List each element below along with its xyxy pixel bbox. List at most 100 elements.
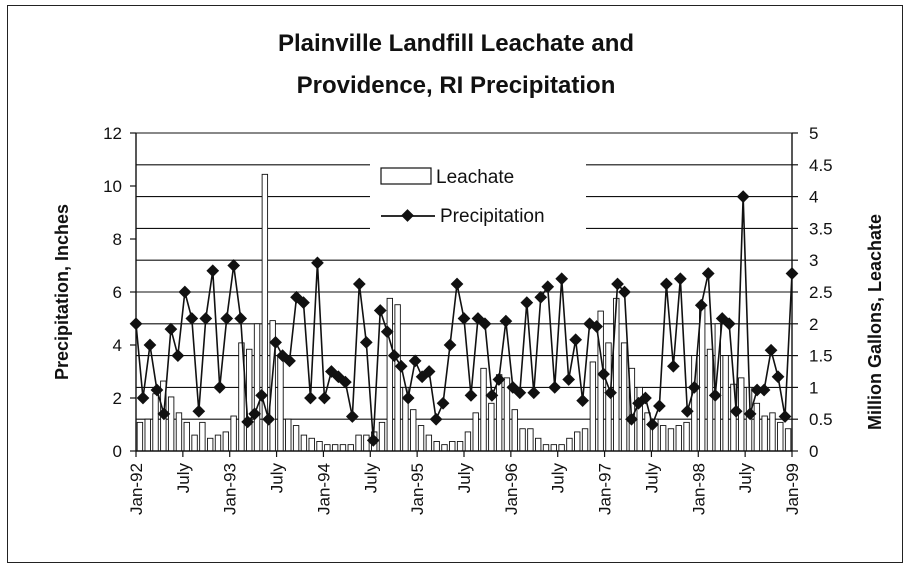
y-right-tick-label-8: 4 <box>809 188 818 207</box>
precipitation-point-10 <box>199 312 213 325</box>
leachate-bar-28 <box>355 434 362 452</box>
leachate-bar-69 <box>675 425 682 452</box>
y-right-tick-label-3: 1.5 <box>809 347 833 366</box>
precipitation-point-13 <box>220 312 234 325</box>
leachate-bar-12 <box>230 415 237 452</box>
y-right-tick-label-2: 1 <box>809 378 818 397</box>
x-tick-label-14: Jan-99 <box>783 463 802 515</box>
leachate-bar-8 <box>199 421 206 452</box>
leachate-bar-14 <box>246 348 253 452</box>
precipitation-point-31 <box>345 410 359 423</box>
precipitation-point-78 <box>673 272 687 286</box>
precipitation-point-93 <box>778 410 792 423</box>
y-right-tick-label-9: 4.5 <box>809 156 833 175</box>
leachate-bar-4 <box>167 396 175 452</box>
precipitation-point-42 <box>422 365 436 378</box>
leachate-bar-65 <box>644 412 651 452</box>
precipitation-point-17 <box>248 407 262 421</box>
leachate-bar-80 <box>761 415 768 452</box>
leachate-bar-56 <box>574 431 581 452</box>
precipitation-point-18 <box>255 388 268 402</box>
leachate-bar-16 <box>261 173 269 452</box>
y-left-tick-label-2: 4 <box>113 336 122 355</box>
x-tick-label-6: Jan-95 <box>408 463 427 515</box>
precipitation-point-20 <box>269 335 282 349</box>
precipitation-point-2 <box>143 338 157 352</box>
leachate-bar-31 <box>378 421 386 452</box>
y-left-tick-label-4: 8 <box>113 230 122 249</box>
precipitation-point-46 <box>450 277 464 291</box>
x-tick-label-1: July <box>174 463 193 494</box>
precipitation-point-61 <box>555 272 569 286</box>
y-right-tick-label-5: 2.5 <box>809 283 833 302</box>
leachate-bar-21 <box>300 434 308 452</box>
leachate-bar-9 <box>207 437 214 452</box>
precipitation-point-77 <box>666 359 680 373</box>
precipitation-point-15 <box>234 312 248 325</box>
leachate-bar-5 <box>175 412 183 452</box>
precipitation-point-53 <box>499 314 513 328</box>
precipitation-point-81 <box>694 298 708 312</box>
leachate-bar-22 <box>308 437 315 452</box>
leachate-bar-23 <box>316 441 323 452</box>
precipitation-point-22 <box>283 354 296 368</box>
precipitation-point-76 <box>660 277 673 291</box>
leachate-bar-68 <box>667 428 675 452</box>
precipitation-point-4 <box>157 407 171 421</box>
x-tick-label-8: Jan-96 <box>502 463 521 515</box>
precipitation-point-92 <box>771 370 785 384</box>
chart-title-line-2: Providence, RI Precipitation <box>296 72 616 99</box>
x-tick-label-0: Jan-92 <box>127 463 146 515</box>
precipitation-point-5 <box>164 322 178 336</box>
leachate-bar-44 <box>480 367 487 452</box>
precipitation-point-38 <box>394 359 408 373</box>
y-right-tick-label-7: 3.5 <box>809 219 833 238</box>
leachate-bar-51 <box>535 437 542 452</box>
leachate-bar-55 <box>566 437 573 452</box>
leachate-bar-15 <box>253 323 261 452</box>
precipitation-point-48 <box>464 388 478 402</box>
precipitation-point-56 <box>520 296 534 309</box>
precipitation-point-11 <box>206 264 220 278</box>
leachate-bar-37 <box>425 434 433 452</box>
precipitation-point-60 <box>548 381 562 394</box>
precipitation-point-34 <box>366 434 380 447</box>
y-left-tick-label-5: 10 <box>103 177 122 196</box>
precipitation-point-51 <box>485 388 499 402</box>
precipitation-point-33 <box>359 335 373 349</box>
leachate-bar-46 <box>495 374 503 452</box>
y-left-tick-label-3: 6 <box>113 283 122 302</box>
precipitation-point-63 <box>569 333 583 347</box>
leachate-bar-67 <box>659 425 667 452</box>
precipitation-point-32 <box>352 277 366 291</box>
leachate-bar-45 <box>488 402 495 452</box>
leachate-bar-25 <box>331 444 339 452</box>
leachate-bar-43 <box>472 412 479 452</box>
precipitation-point-58 <box>534 290 548 304</box>
y-right-tick-label-10: 5 <box>809 124 818 143</box>
leachate-bar-62 <box>620 342 628 452</box>
legend-leachate-swatch <box>380 167 432 185</box>
precipitation-point-7 <box>178 285 192 299</box>
leachate-bar-33 <box>394 304 401 452</box>
leachate-bar-39 <box>441 444 448 452</box>
precipitation-point-62 <box>562 373 576 386</box>
x-tick-label-11: July <box>642 463 661 494</box>
precipitation-point-8 <box>185 312 199 325</box>
precipitation-point-25 <box>304 391 317 405</box>
leachate-bar-35 <box>410 409 417 452</box>
leachate-bar-11 <box>222 431 229 452</box>
leachate-bar-6 <box>183 421 190 452</box>
leachate-bar-26 <box>339 444 347 452</box>
precipitation-point-82 <box>701 267 715 280</box>
y-right-tick-label-1: 0.5 <box>809 410 833 429</box>
precipitation-point-64 <box>576 394 590 408</box>
precipitation-point-35 <box>373 304 387 317</box>
leachate-bar-82 <box>777 421 784 452</box>
precipitation-point-47 <box>457 312 471 325</box>
leachate-bar-40 <box>449 441 456 452</box>
leachate-bar-2 <box>152 393 159 452</box>
x-tick-label-12: Jan-98 <box>689 463 708 515</box>
